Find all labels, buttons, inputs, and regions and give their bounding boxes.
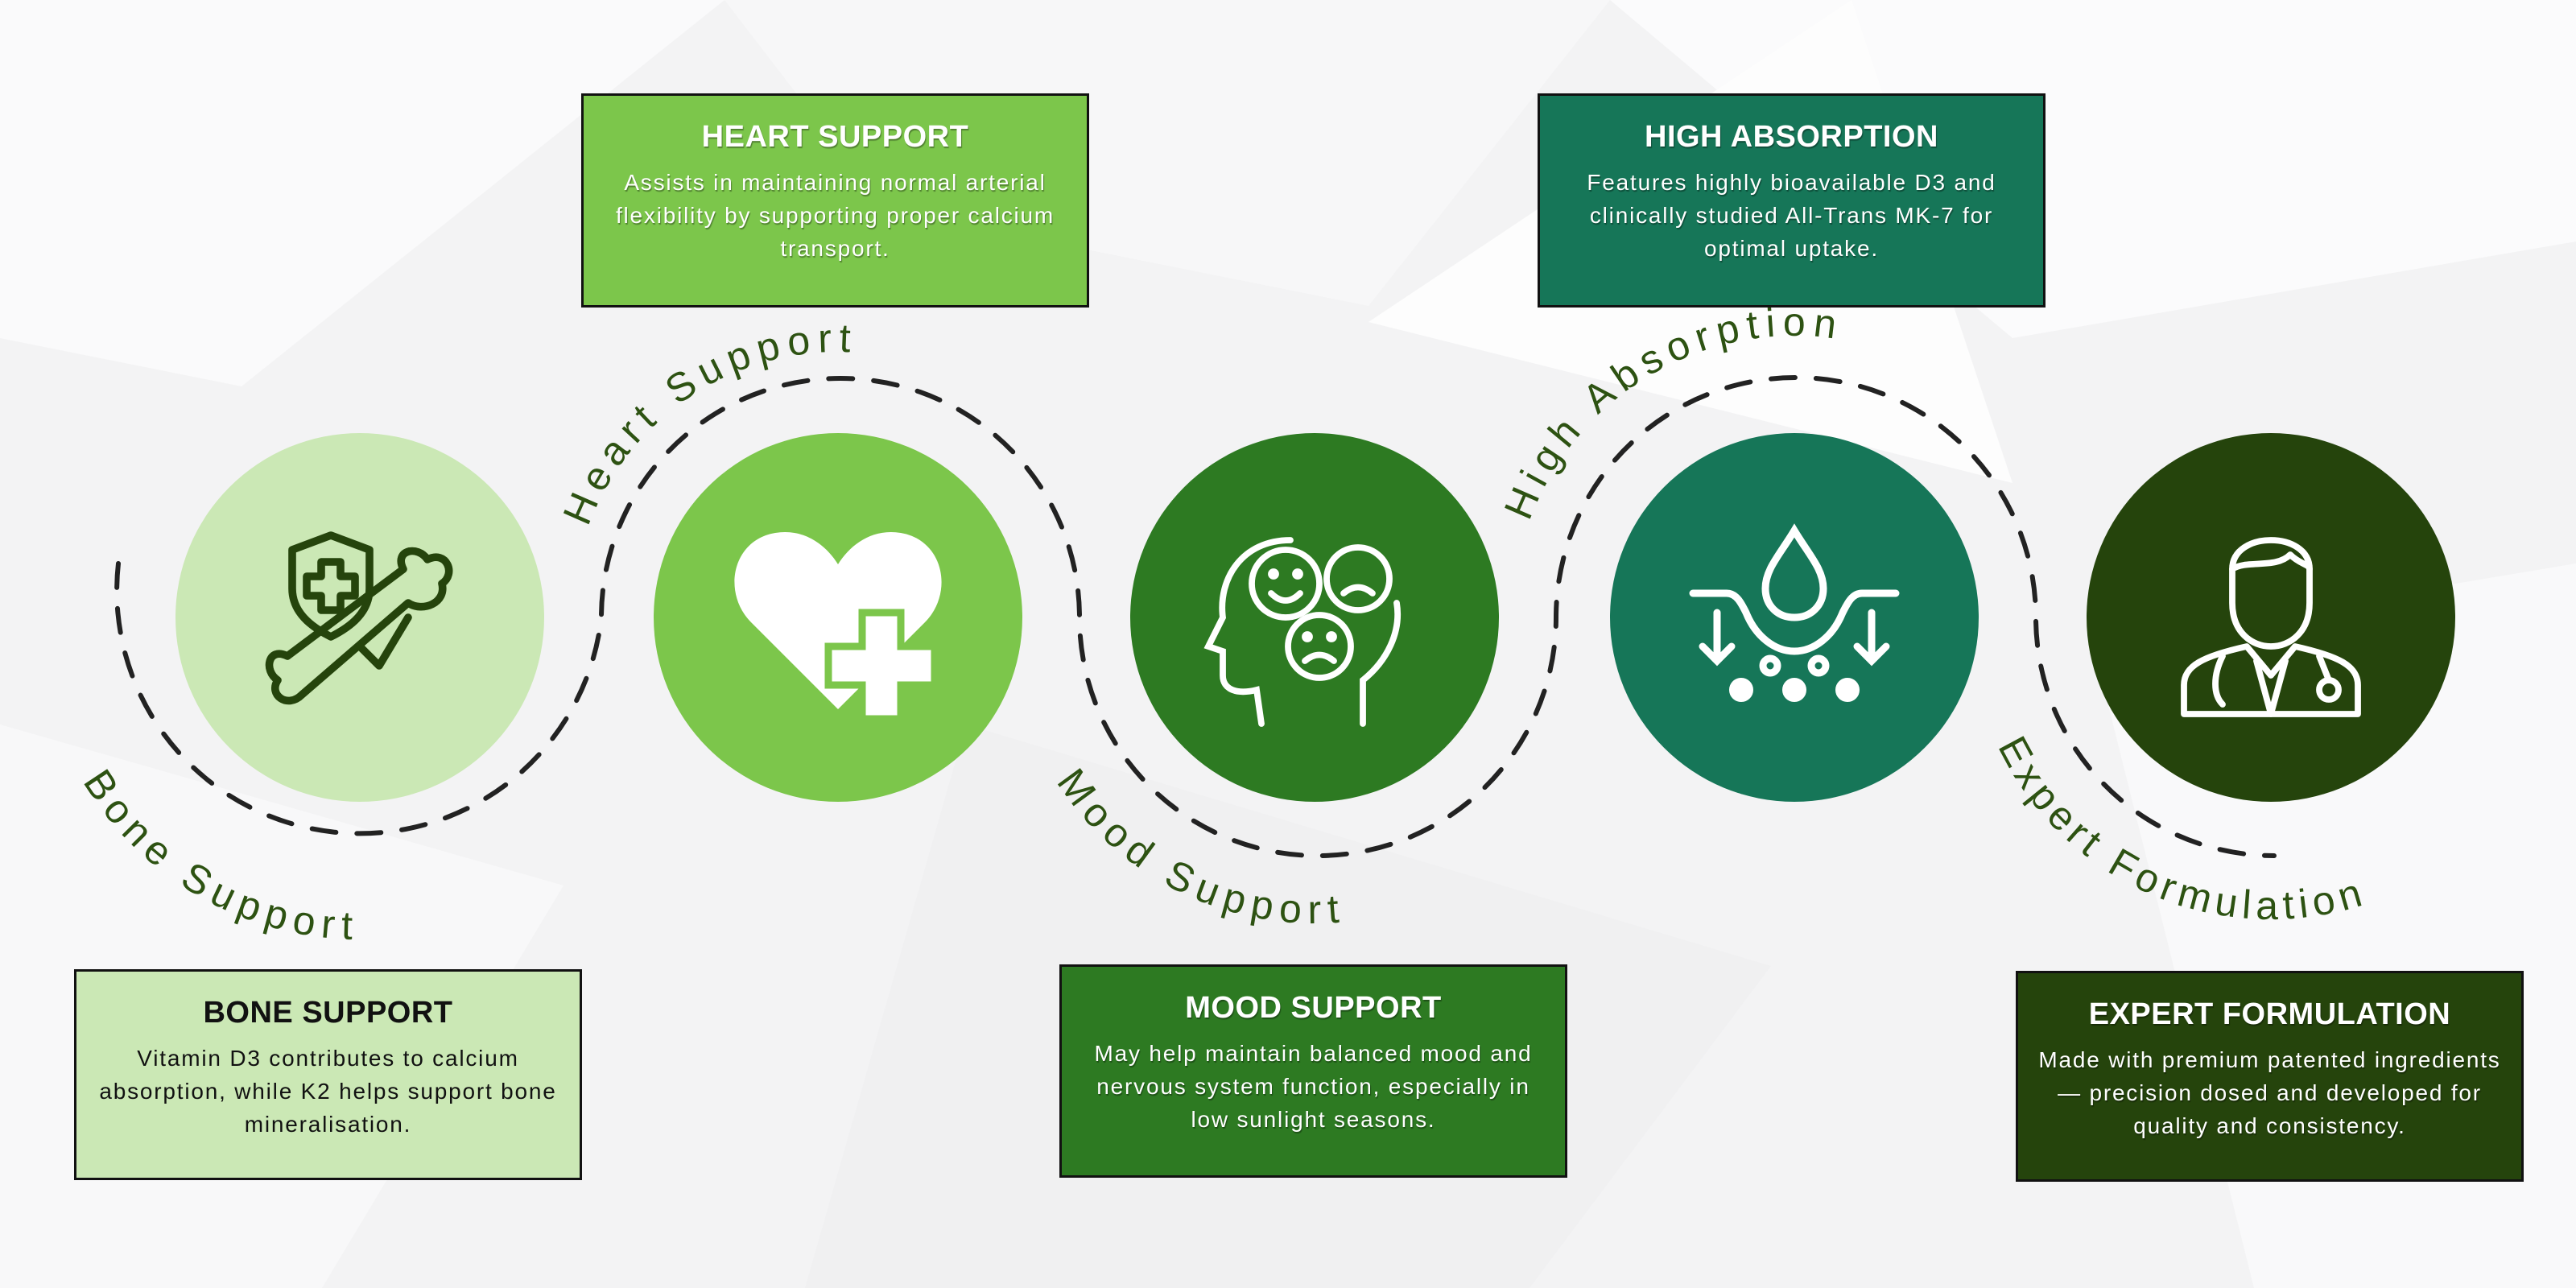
heart-plus-icon [734, 531, 942, 723]
doctor-icon [2181, 537, 2361, 717]
heart-support-card: HEART SUPPORT Assists in maintaining nor… [581, 93, 1089, 308]
card-body: Vitamin D3 contributes to calcium absorp… [99, 1046, 557, 1137]
mood-support-card: MOOD SUPPORT May help maintain balanced … [1059, 964, 1567, 1178]
head-emotions-icon [1203, 537, 1401, 727]
card-body: Made with premium patented ingredients —… [2038, 1047, 2501, 1138]
bone-shield-icon [265, 531, 453, 705]
dashed-connector [114, 375, 2277, 858]
mood-circle [1130, 433, 1499, 802]
heart-circle [654, 433, 1022, 802]
card-title: EXPERT FORMULATION [2088, 997, 2451, 1031]
card-body: Features highly bioavailable D3 and clin… [1587, 170, 1996, 261]
card-body: May help maintain balanced mood and nerv… [1094, 1041, 1533, 1132]
bone-circle [175, 433, 544, 802]
absorption-circle [1610, 433, 1979, 802]
high-absorption-card: HIGH ABSORPTION Features highly bioavail… [1538, 93, 2046, 308]
bone-support-card: BONE SUPPORT Vitamin D3 contributes to c… [74, 969, 582, 1180]
expert-circle [2087, 433, 2455, 802]
card-title: MOOD SUPPORT [1185, 991, 1442, 1025]
droplet-absorption-icon [1689, 523, 1900, 702]
card-title: HIGH ABSORPTION [1645, 120, 1938, 154]
card-body: Assists in maintaining normal arterial f… [615, 170, 1055, 261]
card-title: HEART SUPPORT [701, 120, 969, 154]
expert-formulation-card: EXPERT FORMULATION Made with premium pat… [2016, 971, 2524, 1182]
card-title: BONE SUPPORT [203, 996, 453, 1030]
